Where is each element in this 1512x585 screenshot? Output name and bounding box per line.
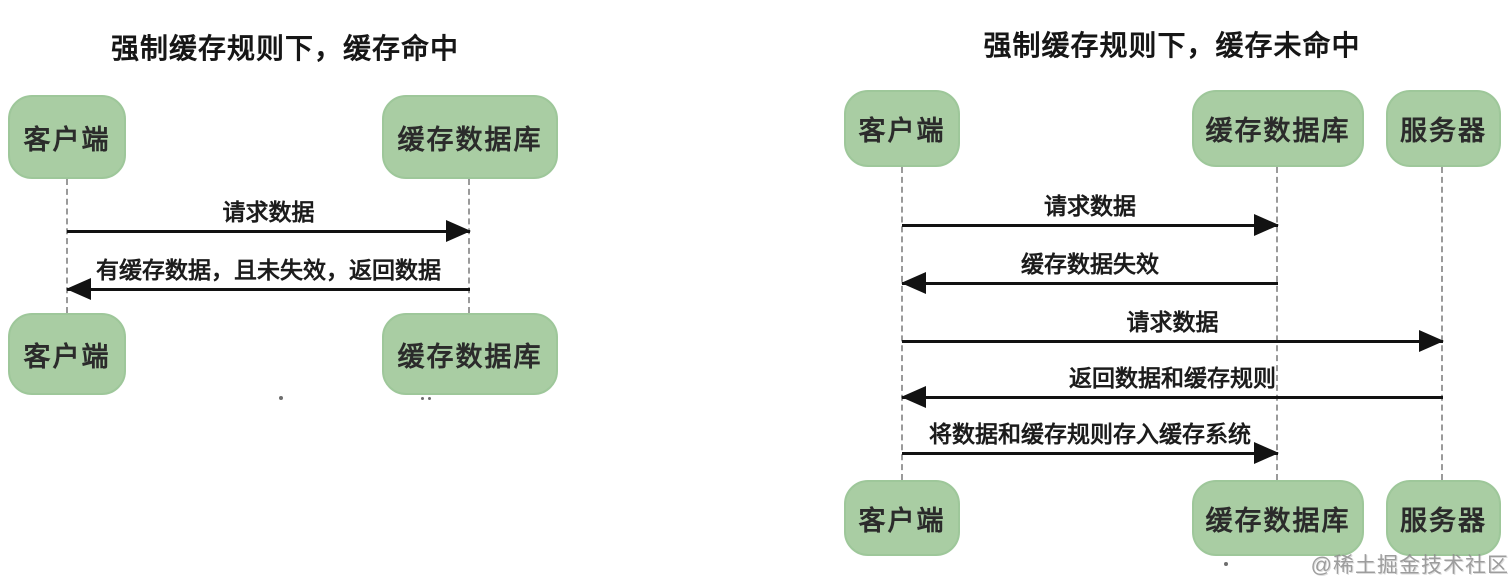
message-label: 请求数据 [1126, 309, 1219, 335]
actor-label-client: 客户端 [858, 505, 946, 536]
message-request-data: 请求数据 [902, 190, 1279, 236]
lifeline-server [1441, 167, 1443, 480]
message-return-data-rules: 返回数据和缓存规则 [901, 362, 1443, 408]
actor-label-cache-db: 缓存数据库 [397, 341, 543, 372]
stray-dot [428, 397, 431, 400]
actor-box-cache-db-bottom: 缓存数据库 [1192, 480, 1364, 556]
lifeline-client [901, 167, 903, 480]
message-line [67, 288, 470, 291]
arrowhead-left-icon [901, 272, 926, 294]
actor-label-client: 客户端 [23, 124, 111, 155]
message-cache-expired: 缓存数据失效 [901, 248, 1278, 294]
lifeline-cache-db [468, 179, 470, 313]
actor-box-cache-db-top: 缓存数据库 [382, 95, 558, 179]
actor-box-client-top: 客户端 [844, 90, 960, 167]
arrowhead-right-icon [446, 220, 471, 242]
message-line [67, 230, 470, 233]
message-request-data: 请求数据 [67, 196, 471, 242]
arrowhead-left-icon [66, 278, 91, 300]
message-line [902, 452, 1278, 455]
message-line [902, 396, 1443, 399]
lifeline-client [66, 179, 68, 313]
message-label: 缓存数据失效 [1021, 251, 1159, 277]
diagram-cache-miss-title: 强制缓存规则下，缓存未命中 [983, 30, 1361, 61]
actor-label-server: 服务器 [1400, 505, 1487, 536]
actor-label-client: 客户端 [23, 341, 111, 372]
message-label: 将数据和缓存规则存入缓存系统 [929, 421, 1251, 447]
lifeline-cache-db [1276, 167, 1278, 480]
arrowhead-right-icon [1254, 214, 1279, 236]
message-line [902, 340, 1443, 343]
actor-label-cache-db: 缓存数据库 [397, 124, 543, 155]
message-request-data-server: 请求数据 [902, 306, 1444, 352]
message-label: 有缓存数据，且未失效，返回数据 [96, 257, 441, 283]
actor-box-cache-db-bottom: 缓存数据库 [382, 313, 558, 395]
message-store-into-cache: 将数据和缓存规则存入缓存系统 [902, 418, 1279, 464]
arrowhead-right-icon [1419, 330, 1444, 352]
actor-label-cache-db: 缓存数据库 [1205, 505, 1351, 536]
actor-label-server: 服务器 [1400, 116, 1487, 146]
actor-box-server-bottom: 服务器 [1386, 480, 1501, 556]
message-label: 请求数据 [1044, 193, 1136, 219]
message-return-cached-data: 有缓存数据，且未失效，返回数据 [66, 254, 470, 300]
actor-label-client: 客户端 [858, 116, 946, 146]
actor-box-client-bottom: 客户端 [8, 313, 126, 395]
message-label: 请求数据 [222, 199, 315, 225]
stray-dot [1224, 562, 1228, 566]
message-label: 返回数据和缓存规则 [1069, 365, 1276, 391]
actor-label-cache-db: 缓存数据库 [1205, 116, 1351, 146]
arrowhead-left-icon [901, 386, 926, 408]
message-line [902, 224, 1278, 227]
message-line [902, 282, 1278, 285]
diagram-cache-hit-title: 强制缓存规则下，缓存命中 [110, 33, 459, 64]
actor-box-server-top: 服务器 [1386, 90, 1501, 167]
actor-box-client-bottom: 客户端 [844, 480, 960, 556]
watermark-juejin: @稀土掘金技术社区 [1310, 554, 1509, 577]
actor-box-cache-db-top: 缓存数据库 [1192, 90, 1364, 167]
stray-dot [421, 397, 424, 400]
actor-box-client-top: 客户端 [8, 95, 126, 179]
arrowhead-right-icon [1254, 442, 1279, 464]
stray-dot [279, 396, 283, 400]
